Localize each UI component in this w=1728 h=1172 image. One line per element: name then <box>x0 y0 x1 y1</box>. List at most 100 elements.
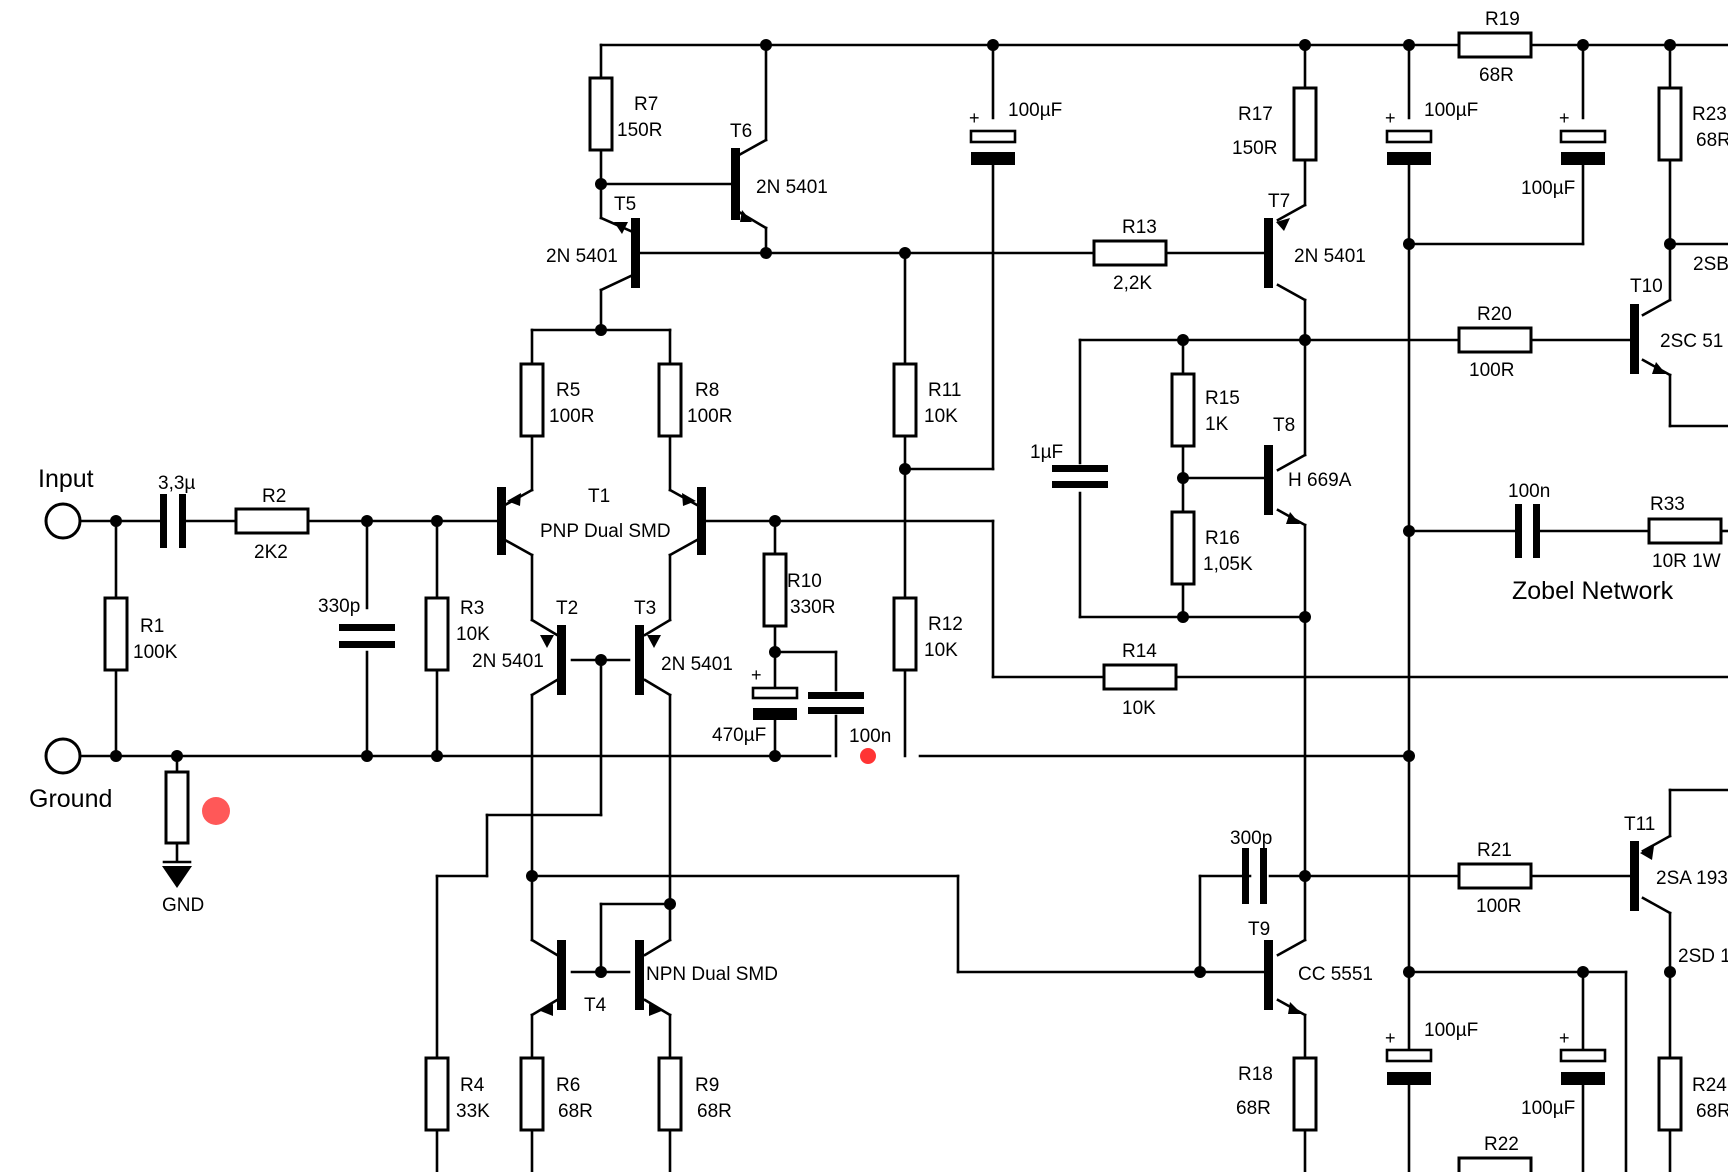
resistor-R8 <box>657 362 683 438</box>
capacitor-top3 <box>1559 129 1607 144</box>
R19-value: 68R <box>1479 65 1514 86</box>
R3-value: 10K <box>456 624 490 645</box>
T-2SD-type: 2SD 1 <box>1678 946 1728 967</box>
R14-ref: R14 <box>1122 641 1157 662</box>
emitter-arrows <box>507 210 1666 1016</box>
cap-top2-label: 100µF <box>1424 100 1478 121</box>
resistor-R6 <box>519 1056 545 1132</box>
labels: Input Ground GND Zobel Network R1 100K R… <box>29 9 1728 1155</box>
T5-ref: T5 <box>614 194 636 215</box>
T7-type: 2N 5401 <box>1294 246 1366 267</box>
T10-type: 2SC 51 <box>1660 331 1723 352</box>
T9-ref: T9 <box>1248 919 1270 940</box>
transistor-T11 <box>1630 841 1639 911</box>
resistor-R16 <box>1170 510 1196 586</box>
cap-300p-label: 300p <box>1230 828 1272 849</box>
R7-ref: R7 <box>634 94 658 115</box>
T6-ref: T6 <box>730 121 752 142</box>
transistor-bars <box>497 148 1639 1010</box>
junction-dots <box>110 39 1676 978</box>
cap-470u-label: 470µF <box>712 725 766 746</box>
ground-label: Ground <box>29 785 112 813</box>
T6-type: 2N 5401 <box>756 177 828 198</box>
T1-type: PNP Dual SMD <box>540 521 671 542</box>
cap-in-label: 3,3µ <box>158 473 195 494</box>
capacitor-bodies <box>160 129 1607 1085</box>
R6-ref: R6 <box>556 1075 580 1096</box>
R16-value: 1,05K <box>1203 554 1253 575</box>
resistor-R13 <box>1092 239 1168 267</box>
T7-ref: T7 <box>1268 191 1290 212</box>
T3-ref: T3 <box>634 598 656 619</box>
zobel-label: Zobel Network <box>1512 577 1674 605</box>
transistor-T1-right <box>697 487 706 555</box>
resistor-R12 <box>892 596 918 672</box>
R14-value: 10K <box>1122 698 1156 719</box>
transistor-T3 <box>635 625 644 695</box>
R33-value: 10R 1W <box>1652 551 1721 572</box>
R2-ref: R2 <box>262 486 286 507</box>
R23-value: 68R <box>1696 130 1728 151</box>
resistor-bodies <box>103 31 1723 1172</box>
R3-ref: R3 <box>460 598 484 619</box>
cap-zobel-label: 100n <box>1508 481 1550 502</box>
resistor-R23 <box>1657 86 1683 162</box>
T10-ref: T10 <box>1630 276 1663 297</box>
wires <box>76 43 1728 1172</box>
R5-ref: R5 <box>556 380 580 401</box>
cap-top1-label: 100µF <box>1008 100 1062 121</box>
R1-ref: R1 <box>140 616 164 637</box>
cap-1u-label: 1µF <box>1030 442 1063 463</box>
R17-ref: R17 <box>1238 104 1273 125</box>
resistor-R11 <box>892 362 918 438</box>
resistor-R4 <box>424 1056 450 1132</box>
ground-terminal <box>44 737 82 775</box>
T8-type: H 669A <box>1288 470 1352 491</box>
resistor-R14 <box>1102 663 1178 691</box>
capacitor-330p <box>339 624 395 631</box>
resistor-gnd <box>164 770 190 845</box>
red-marker-dot <box>202 797 230 825</box>
capacitor-bot1 <box>1385 1048 1433 1063</box>
transistor-T4-left <box>557 940 566 1010</box>
resistor-R19 <box>1457 31 1533 59</box>
R15-value: 1K <box>1205 414 1229 435</box>
transistor-T9 <box>1264 940 1273 1010</box>
cap-bot1-label: 100µF <box>1424 1020 1478 1041</box>
R17-value: 150R <box>1232 138 1277 159</box>
R9-value: 68R <box>697 1101 732 1122</box>
R22-ref: R22 <box>1484 1134 1519 1155</box>
R12-ref: R12 <box>928 614 963 635</box>
cap-330p-label: 330p <box>318 596 360 617</box>
resistor-R21 <box>1457 862 1533 890</box>
plus-bot2: + <box>1559 1028 1570 1048</box>
cap-top3-label: 100µF <box>1521 178 1575 199</box>
R20-value: 100R <box>1469 360 1514 381</box>
capacitor-bot2 <box>1559 1048 1607 1063</box>
R8-value: 100R <box>687 406 732 427</box>
R24-ref: R24 <box>1692 1075 1727 1096</box>
resistor-R33 <box>1647 517 1723 545</box>
R1-value: 100K <box>133 642 178 663</box>
R24-value: 68R <box>1696 1101 1728 1122</box>
R20-ref: R20 <box>1477 304 1512 325</box>
R9-ref: R9 <box>695 1075 719 1096</box>
transistor-T10 <box>1630 304 1639 374</box>
R2-value: 2K2 <box>254 542 288 563</box>
resistor-R15 <box>1170 372 1196 448</box>
transistor-T1-left <box>497 487 506 555</box>
T8-ref: T8 <box>1273 415 1295 436</box>
T4-type: NPN Dual SMD <box>646 964 778 985</box>
R18-ref: R18 <box>1238 1064 1273 1085</box>
R5-value: 100R <box>549 406 594 427</box>
R15-ref: R15 <box>1205 388 1240 409</box>
capacitor-top1 <box>969 129 1017 144</box>
R4-ref: R4 <box>460 1075 485 1096</box>
R10-ref: R10 <box>787 571 822 592</box>
resistor-R3 <box>424 596 450 672</box>
capacitor-100n-fb <box>808 692 864 699</box>
transistor-T8 <box>1264 445 1273 515</box>
T1-ref: T1 <box>588 486 610 507</box>
gnd-label: GND <box>162 895 204 916</box>
